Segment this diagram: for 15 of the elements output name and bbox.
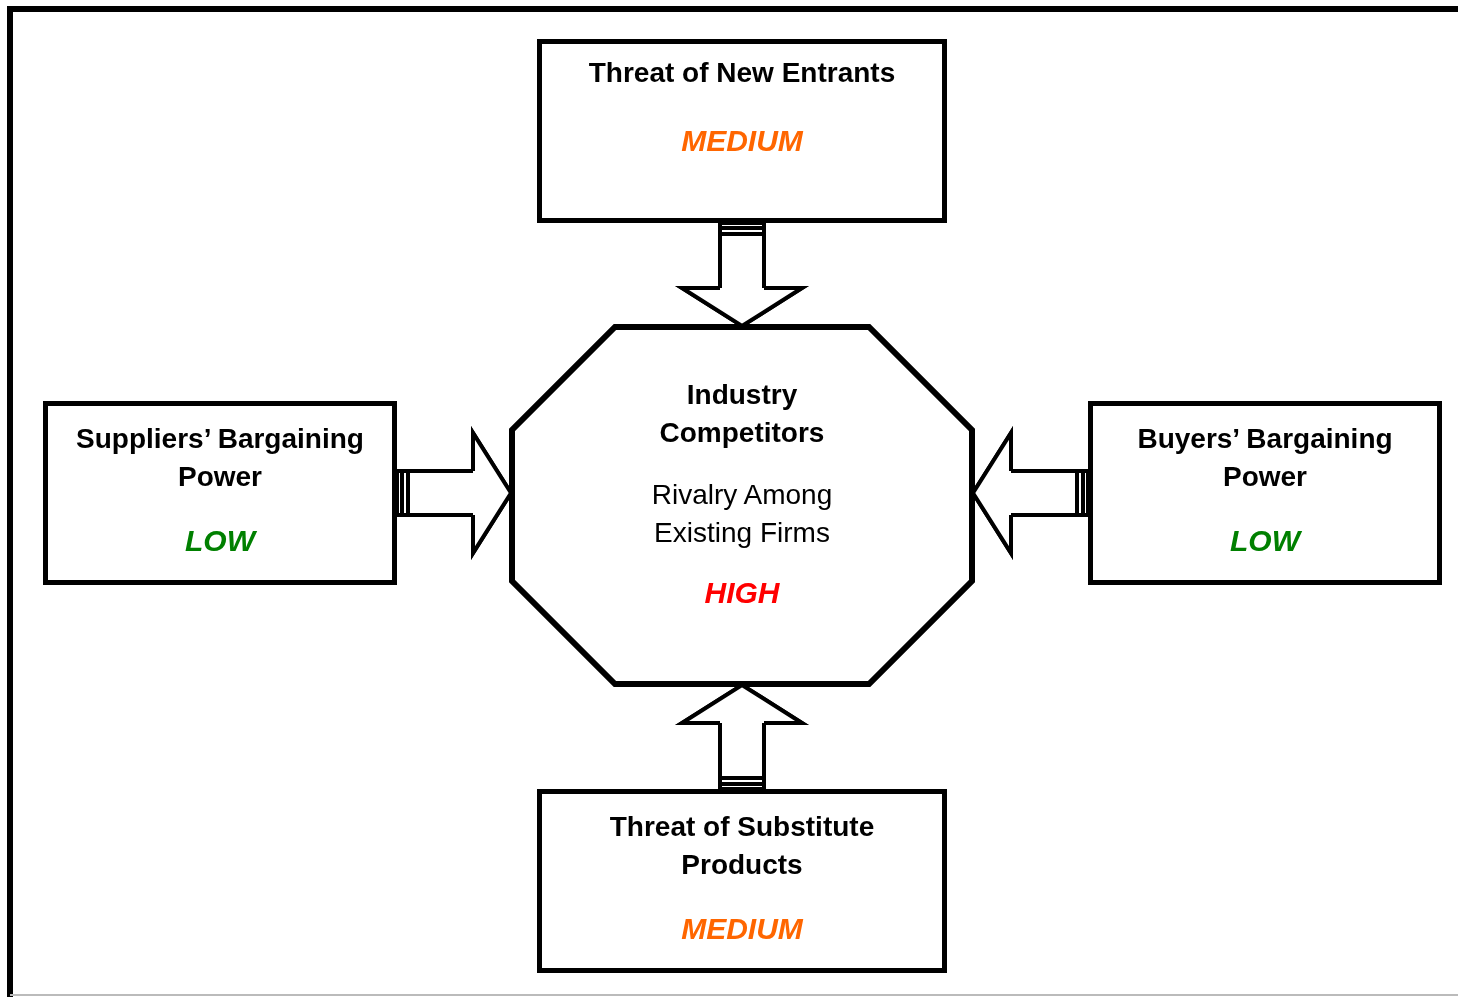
force-box	[1088, 401, 1442, 585]
force-title: Buyers’ Bargaining Power	[1136, 422, 1394, 494]
rating-label: HIGH	[703, 575, 781, 611]
force-title: Suppliers’ Bargaining Power	[75, 422, 365, 494]
force-box	[537, 789, 947, 973]
force-title: Threat of New Entrants	[587, 56, 897, 90]
rating-label: MEDIUM	[680, 911, 805, 947]
rating-label: LOW	[1229, 523, 1303, 559]
force-description: Rivalry Among Existing Firms	[650, 478, 834, 550]
force-title: Industry Competitors	[658, 378, 826, 450]
force-box	[43, 401, 397, 585]
force-title: Threat of Substitute Products	[608, 810, 876, 882]
rating-label: MEDIUM	[680, 123, 805, 159]
rating-label: LOW	[184, 523, 258, 559]
force-box	[537, 39, 947, 223]
